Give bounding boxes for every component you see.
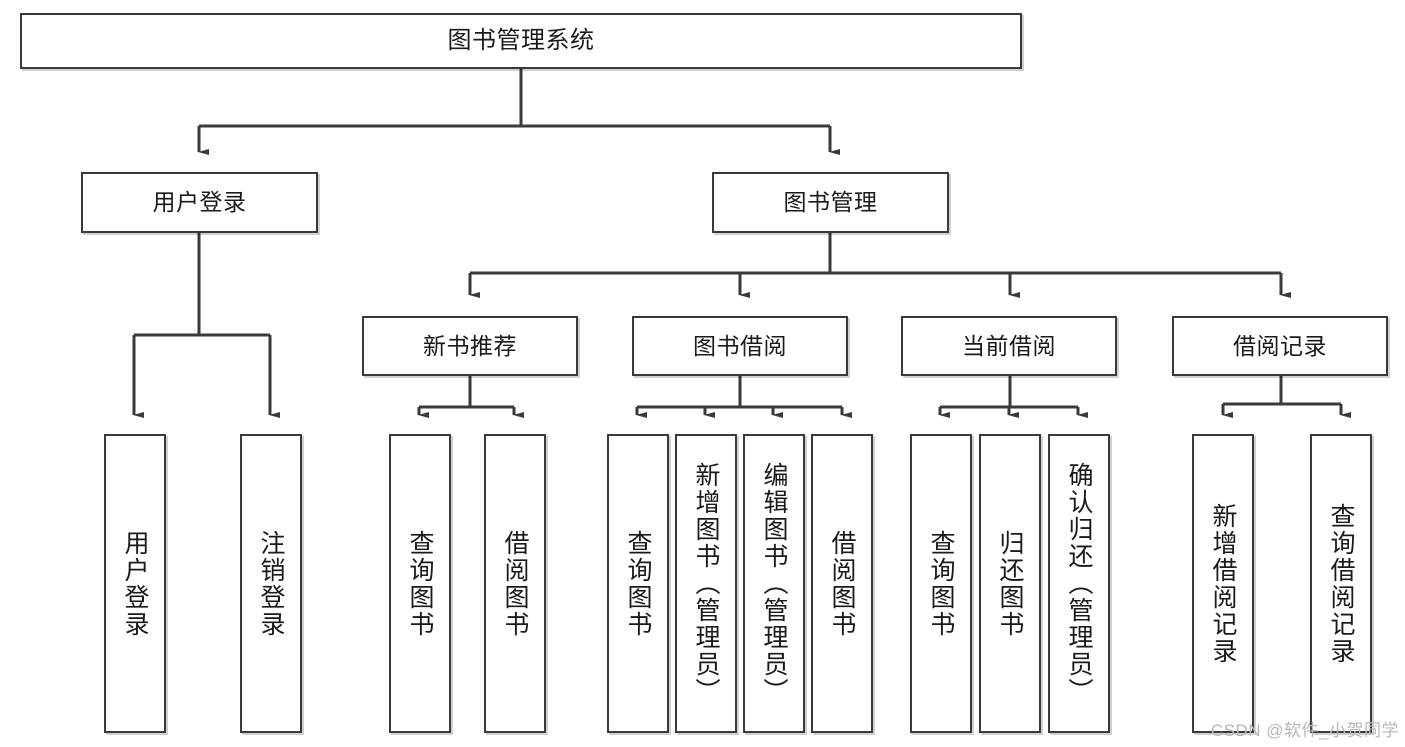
leaf-book-borrow-add[interactable]: 新增图书（管理员） — [675, 434, 737, 733]
node-user-login[interactable]: 用户登录 — [81, 172, 318, 233]
leaf-user-login-logout[interactable]: 注销登录 — [240, 434, 302, 733]
node-book-borrow-label: 图书借阅 — [693, 332, 787, 359]
node-book-management[interactable]: 图书管理 — [712, 172, 949, 233]
node-current-borrow-label: 当前借阅 — [962, 332, 1056, 359]
node-new-book-recommend-label: 新书推荐 — [423, 332, 517, 359]
leaf-book-borrow-query[interactable]: 查询图书 — [607, 434, 669, 733]
node-borrow-record-label: 借阅记录 — [1233, 332, 1327, 359]
node-root-label: 图书管理系统 — [447, 27, 595, 55]
leaf-label: 编辑图书（管理员） — [760, 462, 788, 705]
leaf-new-book-borrow[interactable]: 借阅图书 — [484, 434, 546, 733]
node-book-borrow[interactable]: 图书借阅 — [632, 316, 848, 376]
node-book-management-label: 图书管理 — [783, 189, 878, 216]
leaf-label: 借阅图书 — [828, 529, 856, 638]
leaf-label: 借阅图书 — [501, 529, 529, 638]
leaf-label: 新增借阅记录 — [1209, 502, 1237, 665]
leaf-book-borrow-borrow[interactable]: 借阅图书 — [811, 434, 873, 733]
node-borrow-record[interactable]: 借阅记录 — [1172, 316, 1388, 376]
leaf-label: 归还图书 — [996, 529, 1024, 638]
leaf-label: 注销登录 — [257, 529, 285, 638]
leaf-current-borrow-query[interactable]: 查询图书 — [910, 434, 972, 733]
leaf-borrow-record-query[interactable]: 查询借阅记录 — [1310, 434, 1372, 733]
node-root[interactable]: 图书管理系统 — [20, 13, 1022, 69]
leaf-label: 确认归还（管理员） — [1065, 462, 1093, 705]
leaf-label: 查询图书 — [927, 529, 955, 638]
leaf-label: 查询图书 — [624, 529, 652, 638]
leaf-current-borrow-return[interactable]: 归还图书 — [979, 434, 1041, 733]
node-current-borrow[interactable]: 当前借阅 — [901, 316, 1117, 376]
leaf-book-borrow-edit[interactable]: 编辑图书（管理员） — [743, 434, 805, 733]
leaf-label: 查询图书 — [406, 529, 434, 638]
node-new-book-recommend[interactable]: 新书推荐 — [362, 316, 578, 376]
leaf-current-borrow-confirm[interactable]: 确认归还（管理员） — [1048, 434, 1110, 733]
leaf-label: 新增图书（管理员） — [692, 462, 720, 705]
leaf-user-login-login[interactable]: 用户登录 — [104, 434, 166, 733]
leaf-borrow-record-add[interactable]: 新增借阅记录 — [1192, 434, 1254, 733]
leaf-new-book-query[interactable]: 查询图书 — [389, 434, 451, 733]
leaf-label: 查询借阅记录 — [1327, 502, 1355, 665]
node-user-login-label: 用户登录 — [152, 189, 247, 216]
leaf-label: 用户登录 — [121, 529, 149, 638]
